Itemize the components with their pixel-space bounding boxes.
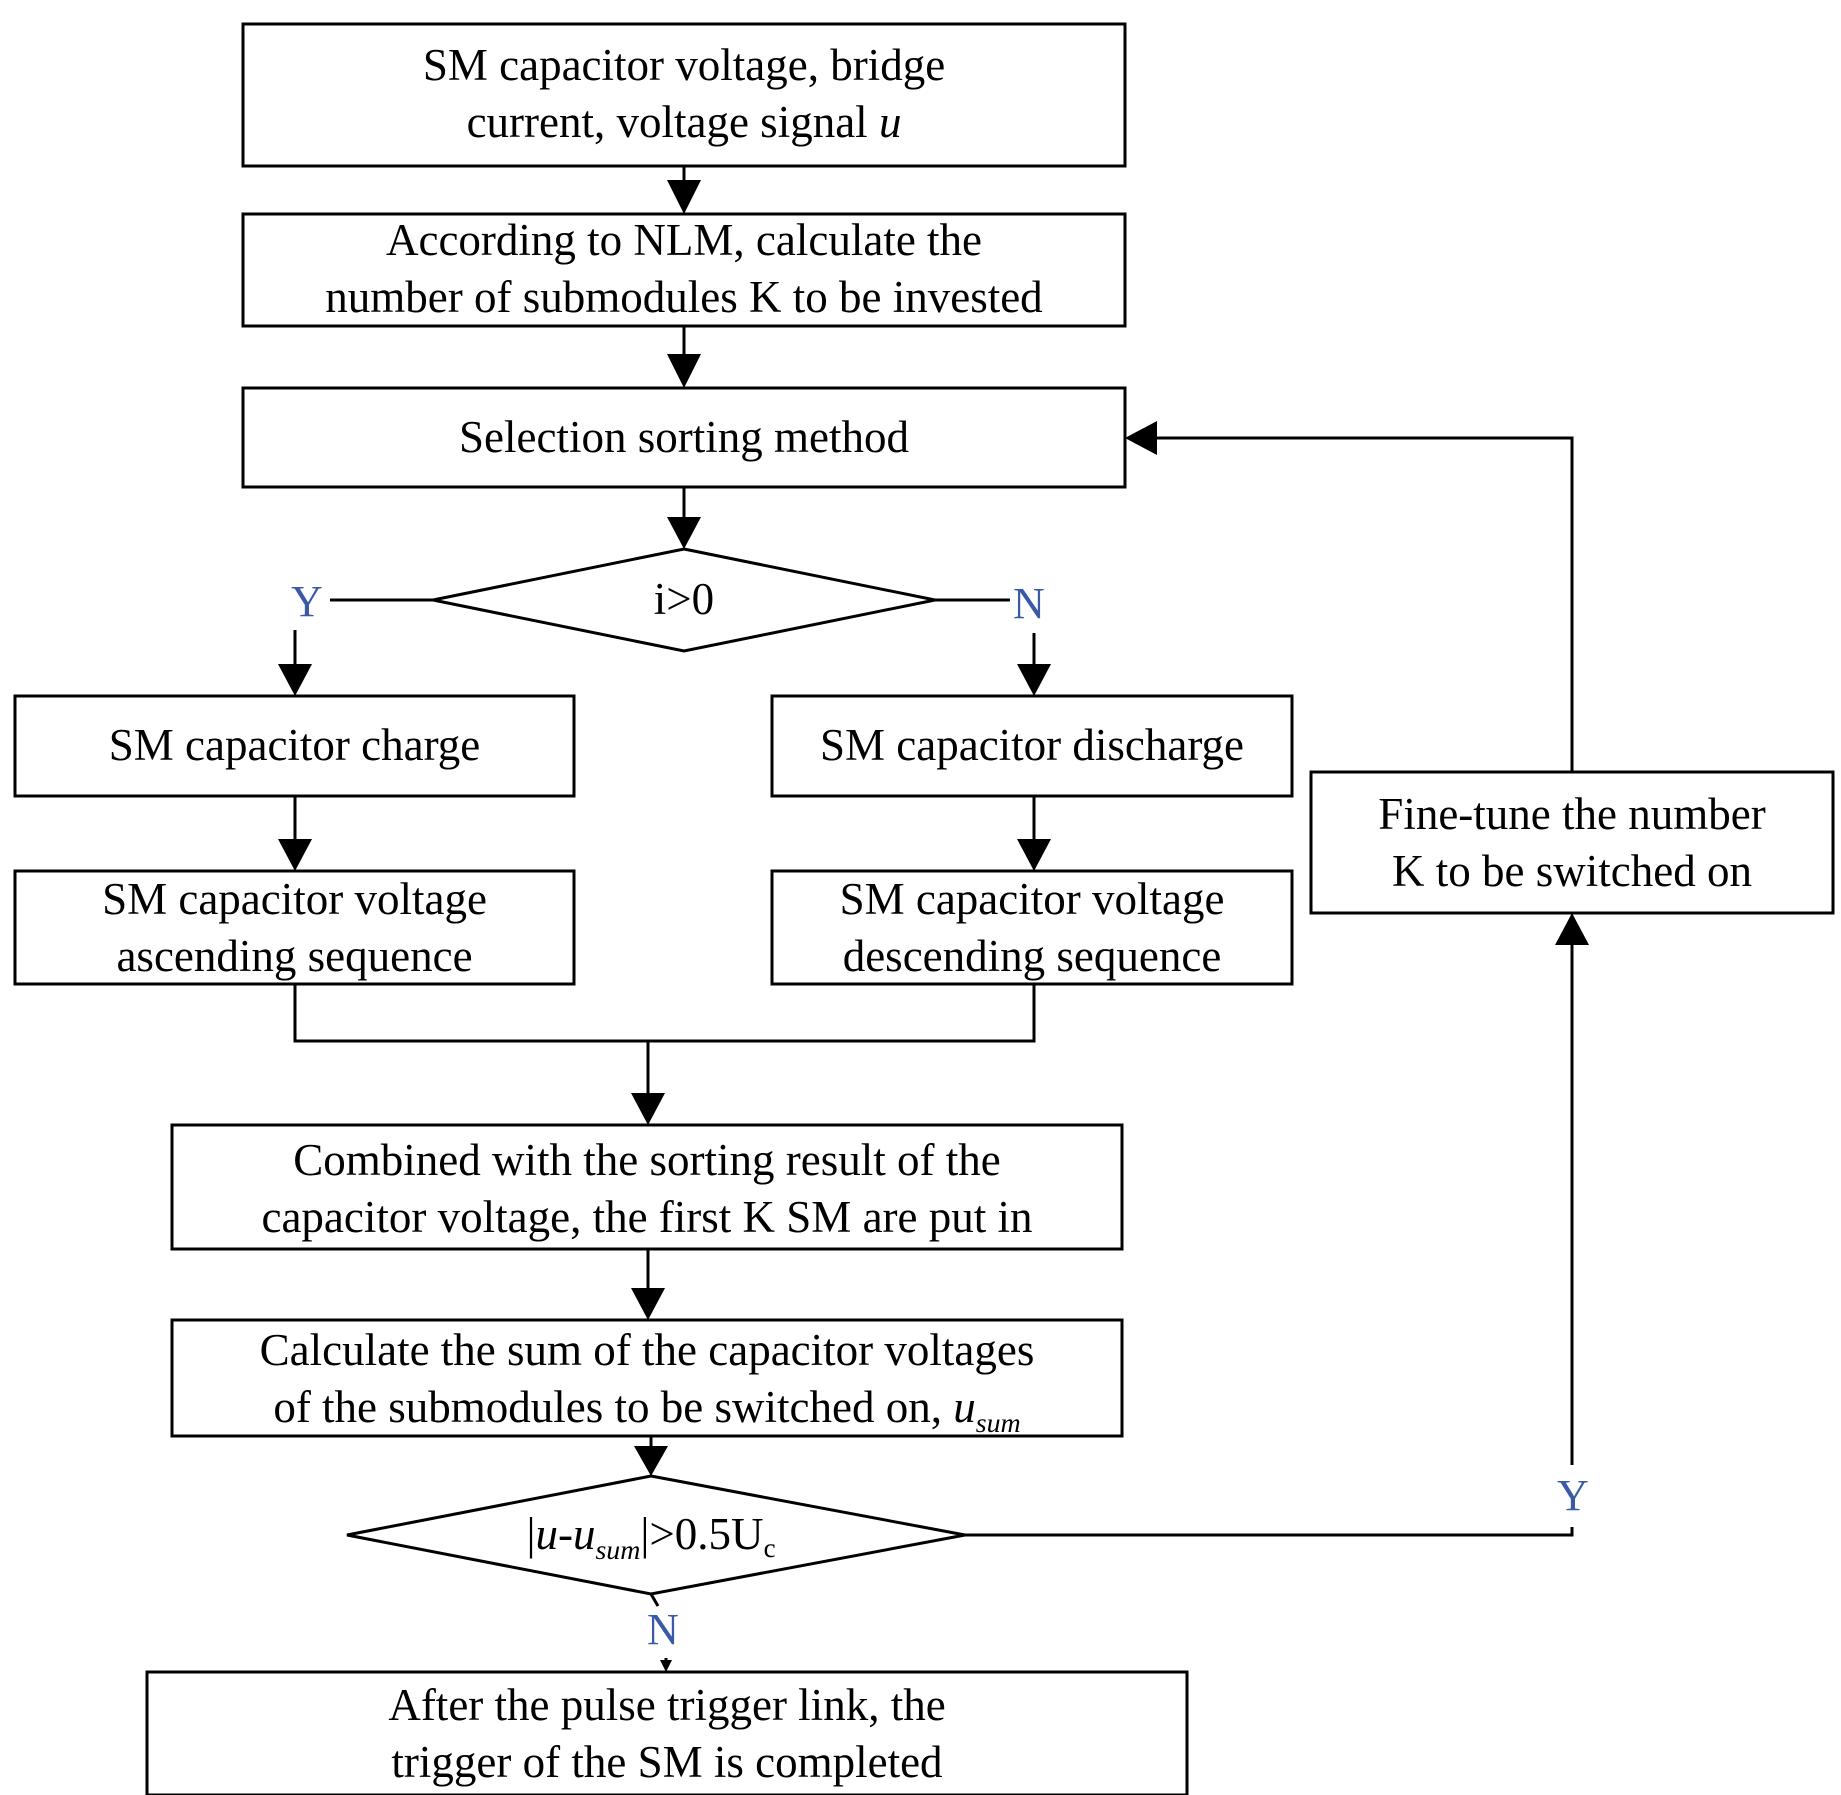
connector-yes-finetune xyxy=(965,1527,1574,1537)
arrowhead-sum xyxy=(631,1288,665,1320)
nlm-box-label: According to NLM, calculate the number o… xyxy=(325,215,1043,322)
arrowhead-nlm xyxy=(667,180,701,214)
arrowhead-combined xyxy=(631,1093,665,1125)
arrowhead-ascending xyxy=(278,839,312,871)
arrowhead-decision xyxy=(667,517,701,549)
discharge-box-label: SM capacitor discharge xyxy=(819,720,1245,770)
arrowhead-discharge xyxy=(1017,664,1051,696)
descending-box-label: SM capacitor voltage descending sequence xyxy=(839,874,1225,981)
descending-box xyxy=(770,869,1294,986)
sum-box xyxy=(170,1318,1124,1438)
finetune-box-label: Fine-tune the number K to be switched on xyxy=(1378,789,1766,896)
trigger-box-label: After the pulse trigger link, the trigge… xyxy=(388,1680,946,1787)
voltage-decision-label: |u-usum|>0.5Uc xyxy=(526,1509,776,1566)
sorting-box-label: Selection sorting method xyxy=(459,412,909,462)
trigger-box xyxy=(145,1670,1189,1795)
arrowhead-voltage-decision xyxy=(634,1446,668,1476)
input-box-label: SM capacitor voltage, bridge current, vo… xyxy=(422,40,946,147)
arrowhead-charge xyxy=(278,664,312,696)
connector-decision-n xyxy=(649,1593,660,1607)
voltage-yes-label: Y xyxy=(1557,1471,1589,1520)
arrowhead-sorting xyxy=(667,354,701,388)
voltage-no-label: N xyxy=(647,1605,679,1654)
arrowhead-sorting-return xyxy=(1125,421,1157,455)
current-decision-diamond xyxy=(432,547,936,653)
connector-finetune-sorting xyxy=(1141,436,1574,772)
arrowhead-trigger xyxy=(660,1660,672,1672)
current-yes-label: Y xyxy=(291,577,323,626)
ascending-box-label: SM capacitor voltage ascending sequence xyxy=(102,874,487,981)
discharge-box xyxy=(770,694,1294,798)
charge-box-label: SM capacitor charge xyxy=(108,720,481,770)
current-decision-label: i>0 xyxy=(653,574,715,624)
combined-box-label: Combined with the sorting result of the … xyxy=(261,1135,1033,1242)
connector-merge xyxy=(293,984,1036,1043)
current-no-label: N xyxy=(1013,579,1045,628)
sum-box-label: Calculate the sum of the capacitor volta… xyxy=(259,1325,1035,1439)
arrowhead-finetune xyxy=(1555,913,1589,945)
arrowhead-descending xyxy=(1017,839,1051,871)
